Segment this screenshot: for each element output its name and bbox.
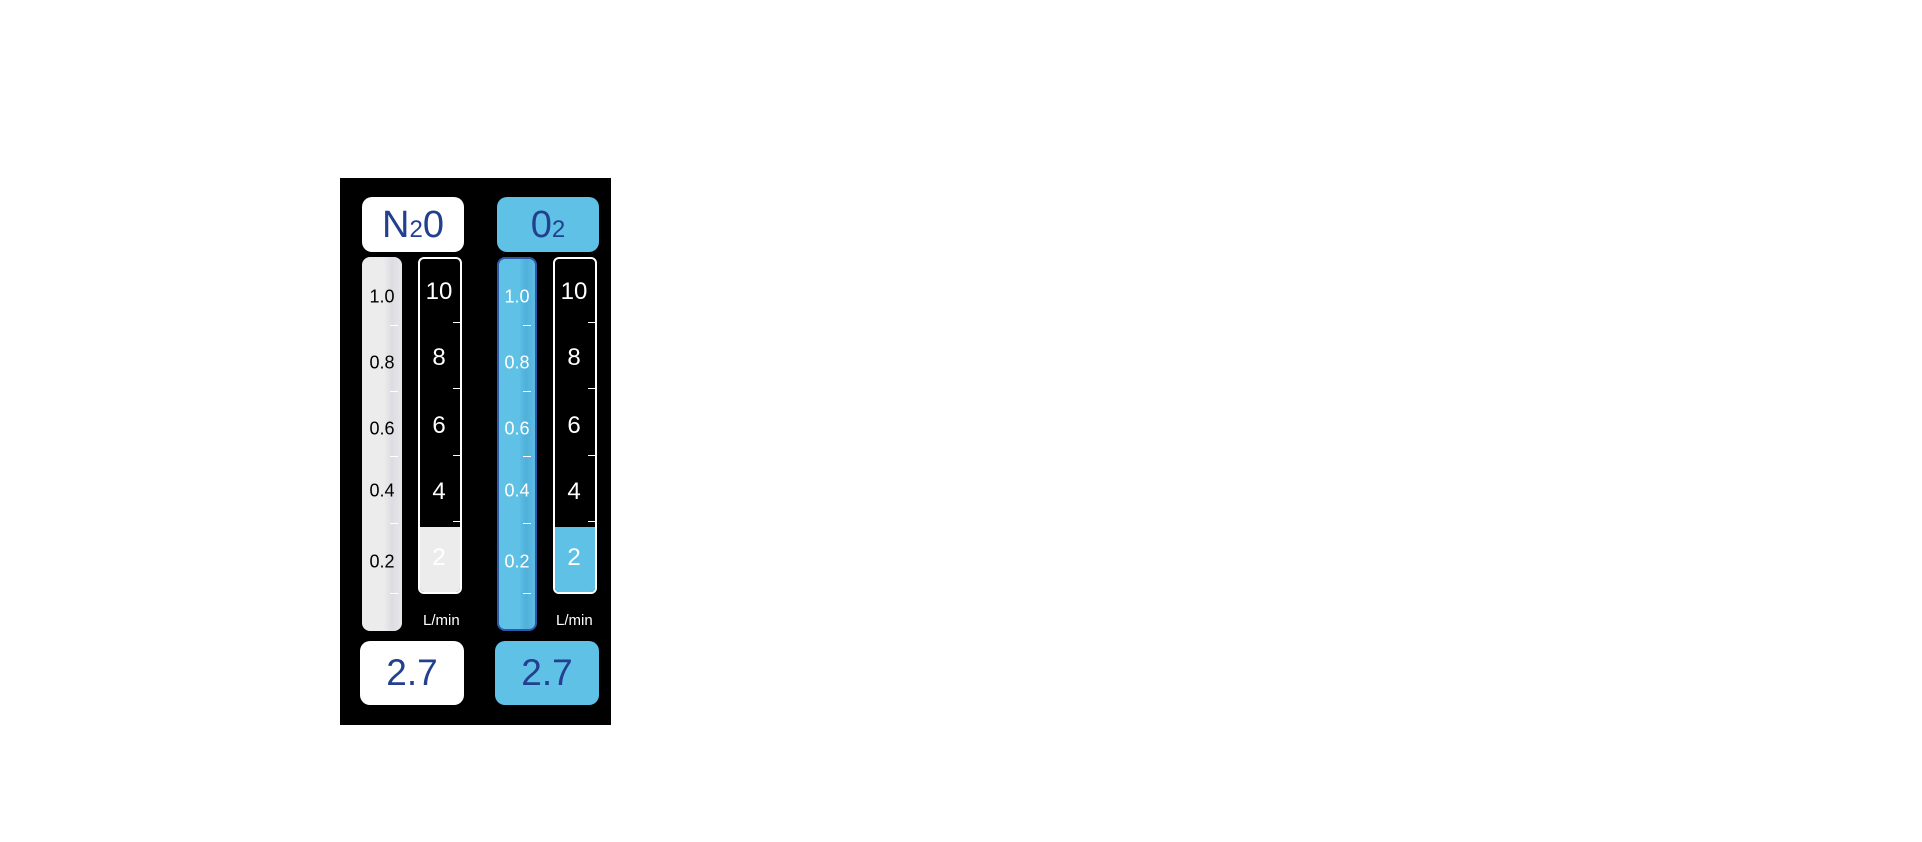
o2-flow-label: 10 [560, 278, 588, 305]
n2o-flow-label: 4 [432, 478, 446, 505]
o2-ratio-label: 0.4 [504, 480, 530, 501]
n2o-flow-tick [453, 455, 460, 456]
n2o-ratio-label: 0.6 [369, 418, 395, 439]
o2-ratio-tick [523, 593, 531, 594]
gas-flow-panel: N 2 0 0 2 1.0 0.8 0.6 0.4 0.2 10 8 6 4 2… [340, 178, 611, 725]
o2-ratio-tick [523, 391, 531, 392]
n2o-flow-label: 2 [432, 544, 446, 571]
n2o-ratio-tick [390, 523, 398, 524]
n2o-label-tail: 0 [422, 203, 444, 246]
n2o-unit-label: L/min [423, 612, 460, 629]
o2-flow-label: 6 [567, 412, 581, 439]
o2-ratio-tick [523, 325, 531, 326]
o2-flow-tick [588, 455, 595, 456]
o2-flow-label: 8 [567, 344, 581, 371]
o2-gas-label: 0 2 [497, 197, 599, 252]
o2-ratio-label: 0.2 [504, 551, 530, 572]
n2o-ratio-tick [390, 391, 398, 392]
n2o-label-main: N [382, 203, 410, 246]
n2o-flow-fill [420, 527, 460, 592]
n2o-flow-label: 8 [432, 344, 446, 371]
o2-flow-label: 4 [567, 478, 581, 505]
n2o-ratio-tick [390, 456, 398, 457]
o2-flow-fill [555, 527, 595, 592]
n2o-label-sub: 2 [409, 215, 423, 243]
o2-ratio-tick [523, 456, 531, 457]
n2o-ratio-tube: 1.0 0.8 0.6 0.4 0.2 [362, 257, 402, 631]
n2o-ratio-label: 1.0 [369, 286, 395, 307]
n2o-flow-readout: 2.7 [360, 641, 464, 705]
n2o-ratio-tick [390, 325, 398, 326]
o2-ratio-label: 0.8 [504, 352, 530, 373]
n2o-gas-label: N 2 0 [362, 197, 464, 252]
o2-flow-readout: 2.7 [495, 641, 599, 705]
n2o-flow-tick [453, 521, 460, 522]
o2-ratio-label: 0.6 [504, 418, 530, 439]
o2-label-main: 0 [530, 203, 552, 246]
o2-flow-tick [588, 388, 595, 389]
o2-flow-tick [588, 521, 595, 522]
o2-ratio-tube: 1.0 0.8 0.6 0.4 0.2 [497, 257, 537, 631]
n2o-ratio-label: 0.8 [369, 352, 395, 373]
o2-unit-label: L/min [556, 612, 593, 629]
n2o-flow-tick [453, 388, 460, 389]
n2o-ratio-label: 0.2 [369, 551, 395, 572]
o2-label-sub: 2 [551, 215, 566, 243]
o2-flow-label: 2 [567, 544, 581, 571]
o2-flow-tube: 10 8 6 4 2 [553, 257, 597, 594]
n2o-flow-label: 6 [432, 412, 446, 439]
n2o-ratio-label: 0.4 [369, 480, 395, 501]
o2-flow-tick [588, 322, 595, 323]
n2o-flow-tube: 10 8 6 4 2 [418, 257, 462, 594]
n2o-flow-tick [453, 322, 460, 323]
n2o-ratio-tick [390, 593, 398, 594]
o2-ratio-tick [523, 523, 531, 524]
o2-ratio-label: 1.0 [504, 286, 530, 307]
n2o-flow-label: 10 [425, 278, 453, 305]
